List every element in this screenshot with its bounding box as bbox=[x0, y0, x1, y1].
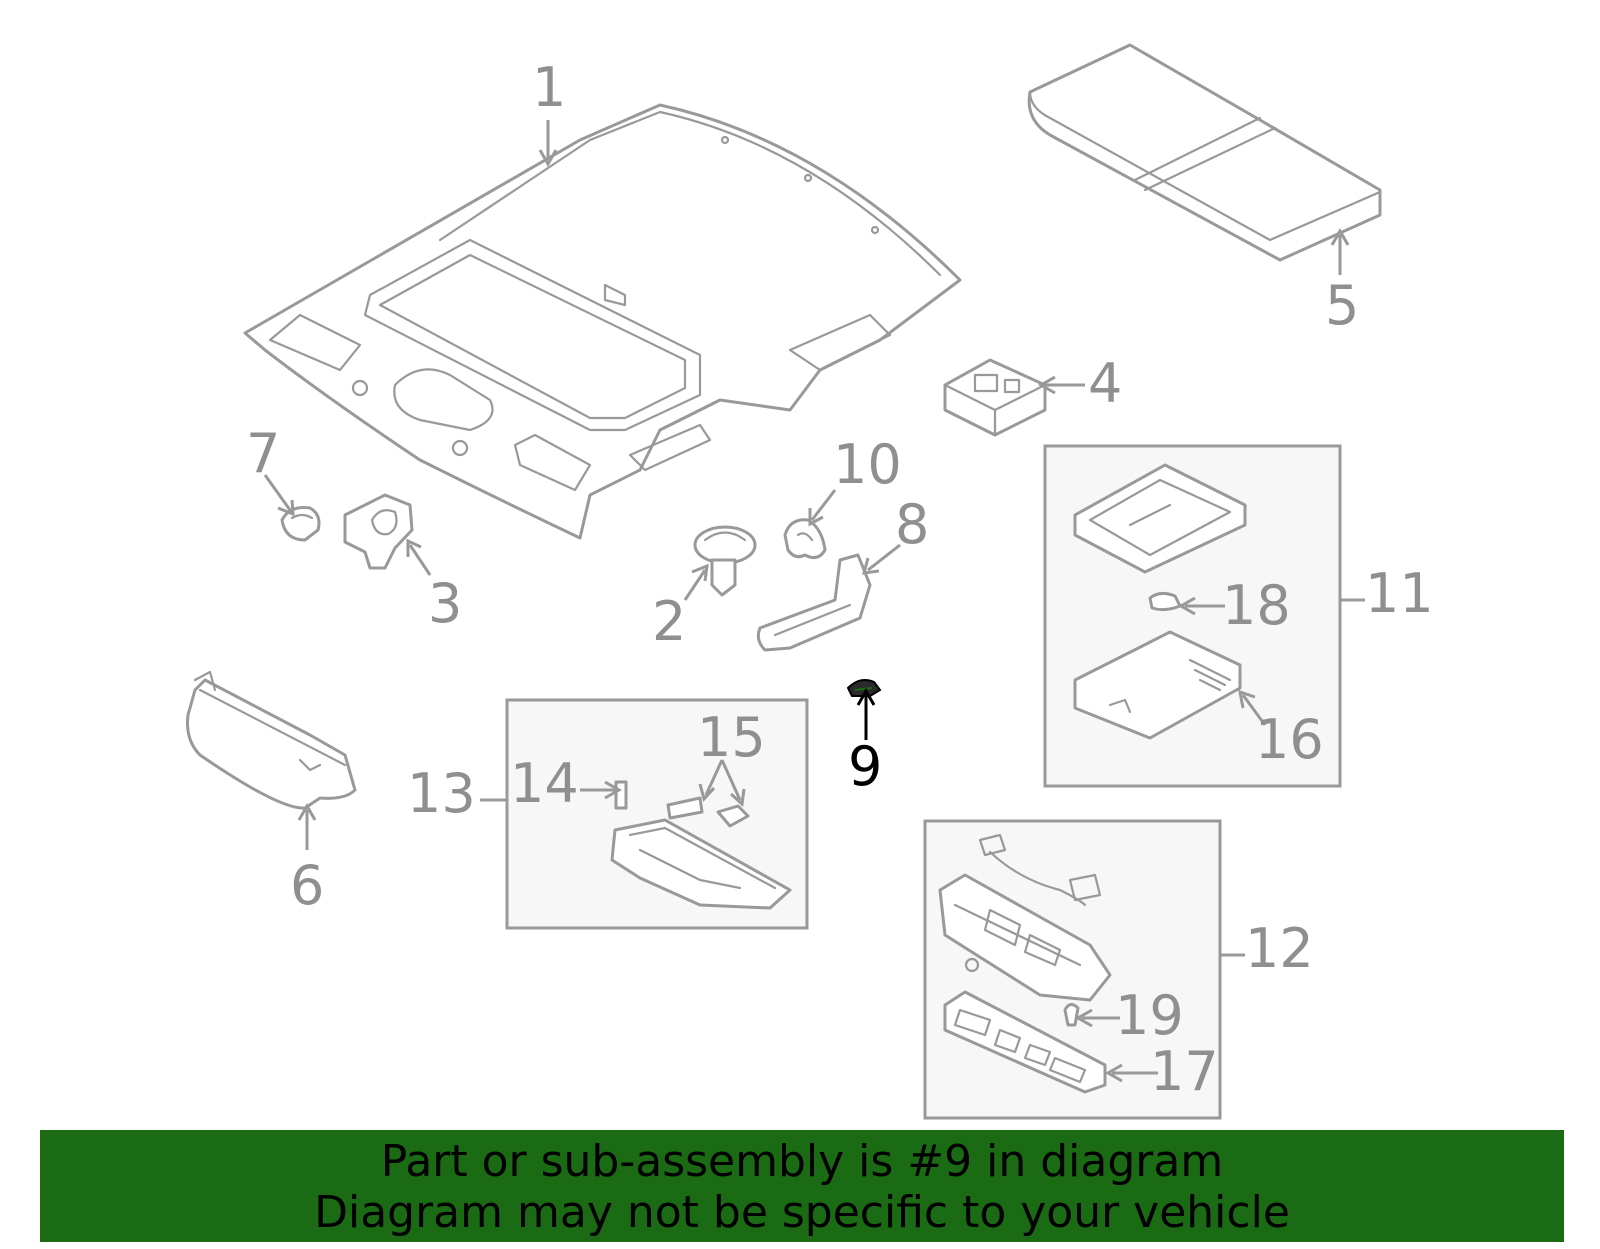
sun-visor-part-6 bbox=[186, 670, 357, 810]
box-sub-assembly-13 bbox=[505, 698, 809, 930]
callout-19: 19 bbox=[1115, 984, 1184, 1047]
retainer-part-10 bbox=[783, 518, 827, 560]
leader-9 bbox=[856, 687, 876, 740]
lamp-module-part-4 bbox=[943, 358, 1047, 437]
callout-6: 6 bbox=[290, 854, 324, 917]
callout-8: 8 bbox=[895, 493, 929, 556]
banner-line-2: Diagram may not be specific to your vehi… bbox=[314, 1187, 1290, 1238]
callout-17: 17 bbox=[1150, 1040, 1219, 1103]
callout-12: 12 bbox=[1245, 917, 1314, 980]
leader-lines bbox=[263, 120, 1365, 1083]
callout-5: 5 bbox=[1325, 274, 1359, 337]
callout-18: 18 bbox=[1222, 574, 1291, 637]
callout-4: 4 bbox=[1088, 352, 1122, 415]
callout-10: 10 bbox=[833, 433, 902, 496]
cap-part-7 bbox=[280, 506, 321, 542]
headliner-part-1 bbox=[243, 103, 962, 540]
callout-14: 14 bbox=[510, 752, 579, 815]
callout-11: 11 bbox=[1365, 562, 1434, 625]
sunshade-part-5 bbox=[1027, 43, 1382, 262]
callout-1: 1 bbox=[532, 56, 566, 119]
hook-part-3 bbox=[343, 493, 414, 570]
assist-grip-part-8 bbox=[756, 553, 872, 652]
clip-part-9-highlighted bbox=[846, 679, 882, 697]
callout-7: 7 bbox=[246, 422, 280, 485]
info-banner: Part or sub-assembly is #9 in diagram Di… bbox=[40, 1130, 1564, 1242]
callout-13: 13 bbox=[407, 762, 476, 825]
clip-part-2 bbox=[693, 525, 757, 597]
callout-labels: 1 2 3 4 5 6 7 8 9 10 11 12 13 14 15 16 1… bbox=[246, 56, 1434, 1103]
box-sub-assembly-11 bbox=[1043, 444, 1342, 788]
callout-2: 2 bbox=[652, 590, 686, 653]
callout-15: 15 bbox=[697, 706, 766, 769]
banner-line-1: Part or sub-assembly is #9 in diagram bbox=[380, 1136, 1224, 1187]
callout-3: 3 bbox=[428, 572, 462, 635]
callout-16: 16 bbox=[1255, 708, 1324, 771]
callout-9: 9 bbox=[848, 735, 882, 798]
box-sub-assembly-12 bbox=[923, 819, 1222, 1120]
